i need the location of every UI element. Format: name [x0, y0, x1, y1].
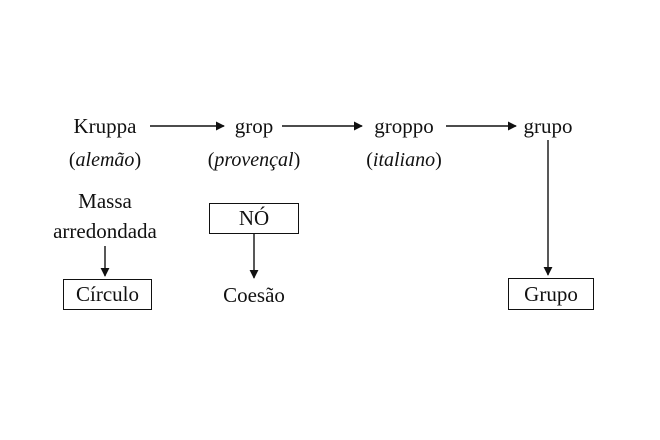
word-kruppa: Kruppa	[73, 114, 137, 138]
language-label-german: (alemão)	[68, 149, 142, 171]
language-name: provençal	[214, 149, 294, 171]
result-coesao: Coesão	[223, 283, 285, 307]
language-name: alemão	[75, 149, 135, 171]
language-label-provencal: (provençal)	[207, 149, 301, 171]
meaning-line-2: arredondada	[53, 219, 157, 243]
box-grupo: Grupo	[508, 278, 594, 310]
word-groppo: groppo	[374, 114, 434, 138]
box-no-label: NÓ	[238, 206, 270, 230]
box-grupo-label: Grupo	[524, 281, 578, 306]
word-grupo: grupo	[523, 114, 573, 138]
box-no: NÓ	[209, 203, 299, 234]
box-circulo: Círculo	[63, 279, 152, 310]
meaning-line-1: Massa	[78, 189, 132, 213]
word-grop: grop	[234, 114, 274, 138]
language-label-italian: (italiano)	[366, 149, 442, 171]
box-circulo-label: Círculo	[76, 282, 139, 306]
language-name: italiano	[372, 149, 436, 171]
